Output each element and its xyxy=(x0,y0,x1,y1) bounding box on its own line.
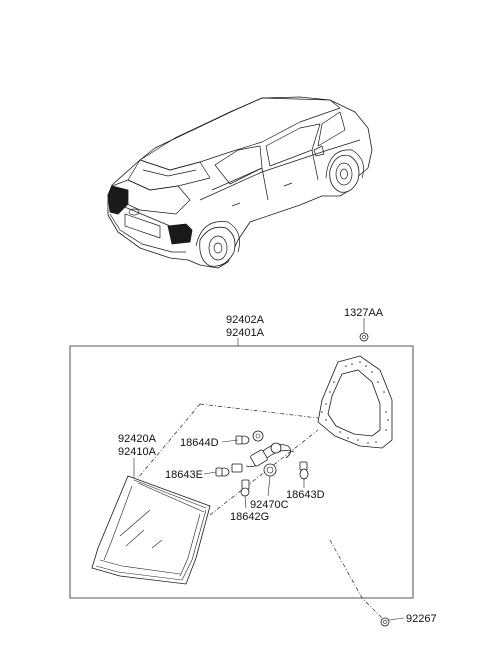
lamp-gasket-part xyxy=(317,355,393,449)
label-92402a: 92402A xyxy=(226,314,265,326)
bulb-18643d xyxy=(299,461,309,480)
car-illustration xyxy=(107,96,373,269)
leader-lines xyxy=(133,338,305,509)
nut-92267 xyxy=(380,617,405,627)
part-labels: 92402A 92401A 1327AA 92420A 92410A 18644… xyxy=(118,307,437,625)
label-18643e: 18643E xyxy=(165,469,203,481)
assembly-frame xyxy=(69,345,414,599)
label-18643d: 18643D xyxy=(286,489,325,501)
label-92267: 92267 xyxy=(406,613,437,625)
bulb-18644d xyxy=(235,435,250,445)
bulb-socket-assembly xyxy=(231,430,295,477)
assembly-guide-lines xyxy=(137,403,385,621)
label-92401a: 92401A xyxy=(226,327,265,339)
tail-lamp-lens-part xyxy=(91,475,211,585)
label-92420a: 92420A xyxy=(118,433,157,445)
label-92410a: 92410A xyxy=(118,446,157,458)
label-92470c: 92470C xyxy=(250,499,289,511)
label-1327aa: 1327AA xyxy=(344,307,384,319)
bulb-18642g xyxy=(240,479,250,497)
label-18642g: 18642G xyxy=(230,511,269,523)
label-18644d: 18644D xyxy=(180,437,219,449)
nut-1327aa xyxy=(359,318,369,342)
bulb-18643e xyxy=(215,467,230,477)
